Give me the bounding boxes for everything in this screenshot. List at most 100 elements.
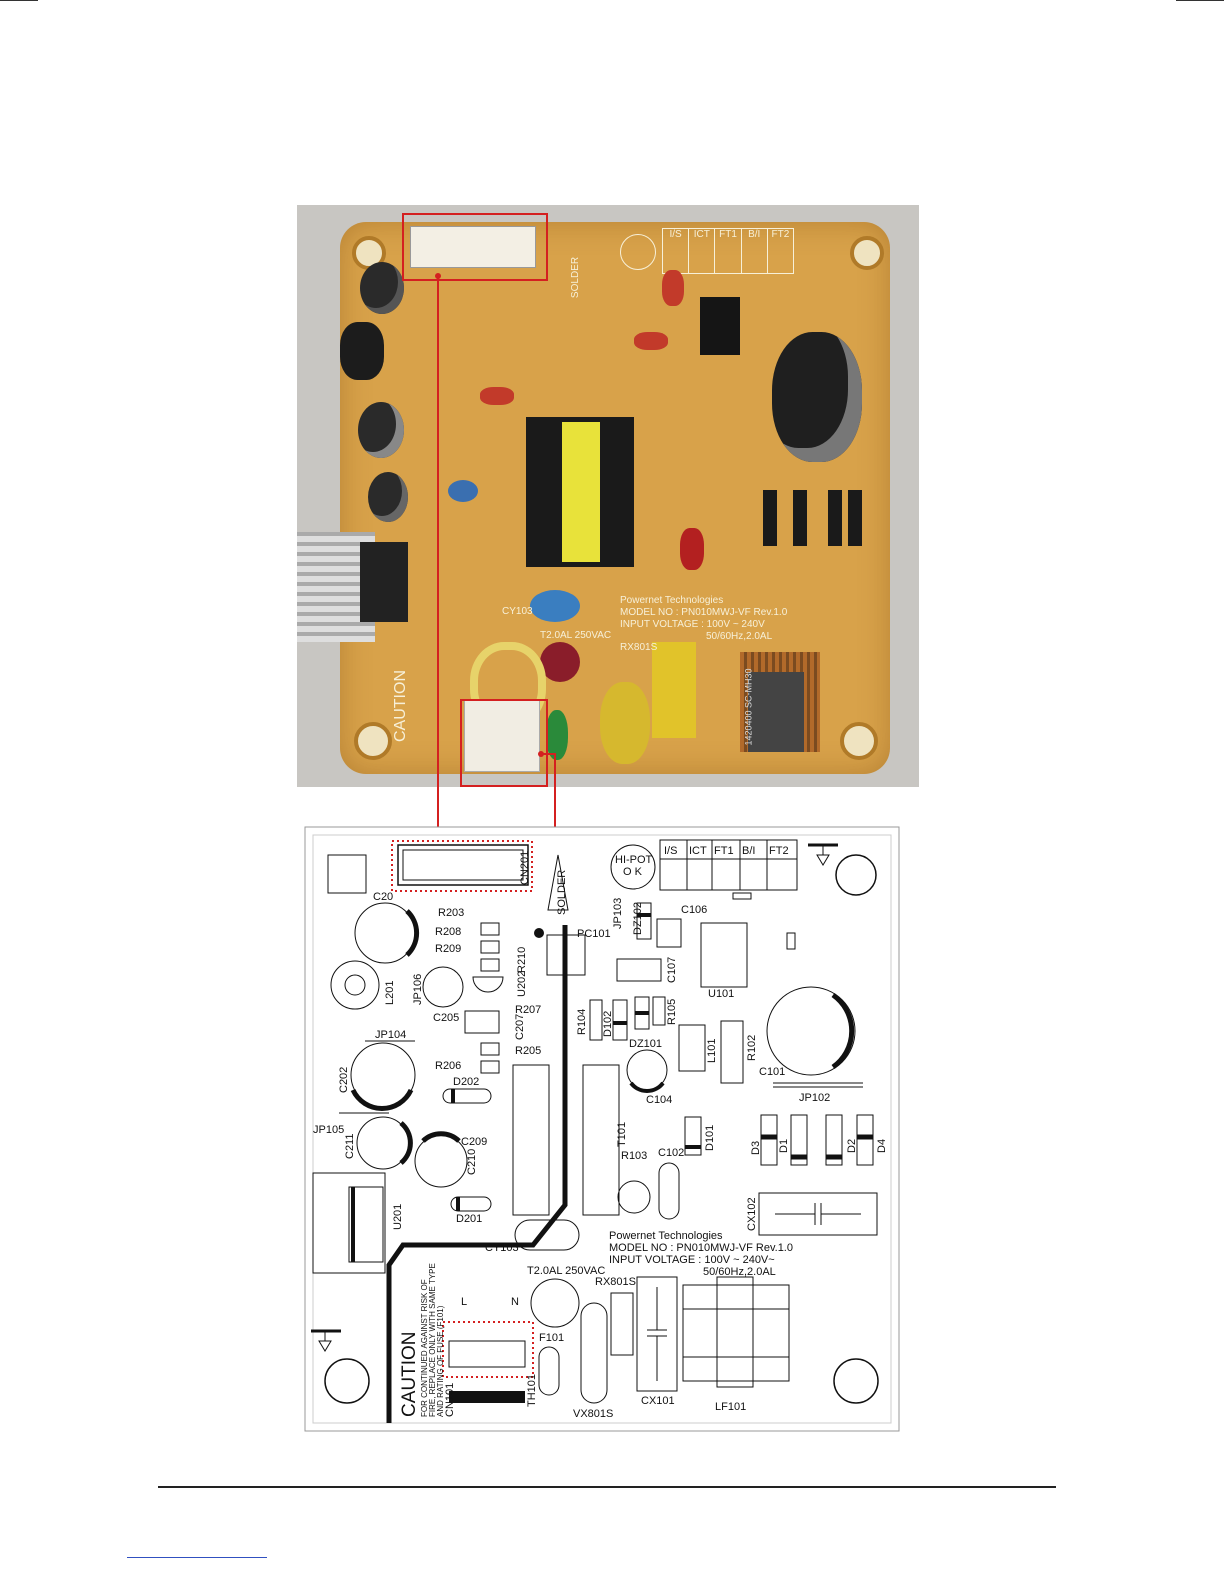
header-cell-ft1: FT1 [714,845,734,857]
cy103-label-photo: CY103 [502,606,533,617]
capacitor-c104 [626,1049,668,1093]
r104-label: R104 [576,1009,588,1035]
capacitor-cy103 [514,1219,580,1251]
diode-d201 [450,1196,492,1212]
diode-d3 [760,1114,778,1166]
optocoupler-pc101 [546,934,586,976]
jp103-label: JP103 [612,898,624,929]
n-label: N [511,1296,519,1308]
c202-label: C202 [338,1067,350,1093]
highlight-cn101-photo [460,699,548,787]
inductor-l201 [330,960,380,1010]
diode-d2-photo [828,490,842,546]
fuse-rating-photo: T2.0AL 250VAC [540,630,612,641]
capacitor-c106-photo [662,270,684,306]
jumper-jp106 [422,966,464,1008]
diode-d102 [612,999,628,1041]
hi-pot-text-2: O K [623,866,643,878]
transformer-t101 [512,1064,550,1216]
cn101-label: CN101 [444,1383,456,1417]
zener-dz101 [634,996,650,1030]
dz101-label: DZ101 [629,1038,662,1050]
r203-label: R203 [438,907,464,919]
capacitor-cy103-photo [530,590,580,622]
hi-pot-text-1: HI-POT [615,854,653,866]
jp106-label: JP106 [412,974,424,1005]
d2-label: D2 [846,1139,858,1153]
cy103-label: CY103 [485,1242,519,1254]
th101-label: TH101 [526,1374,538,1407]
varistor-vx801s [580,1302,608,1404]
regulator-u201-photo [360,542,408,622]
hi-pot-circle-photo [620,234,656,270]
r208-label: R208 [435,926,461,938]
mounting-hole-tr [835,854,877,896]
capacitor-c102-photo [680,528,704,570]
test-cell-ict: ICT [689,229,716,273]
varistor-vx801s-photo [600,682,650,764]
cn101-footprint [448,1340,526,1368]
diode-d1-photo [793,490,807,546]
test-header-table: I/S ICT FT1 B/I FT2 [659,839,798,891]
d202-label: D202 [453,1076,479,1088]
cx101-label: CX101 [641,1395,675,1407]
inductor-lf101 [682,1284,790,1382]
powernet-model: MODEL NO : PN010MWJ-VF Rev.1.0 [609,1242,793,1254]
c210-label: C210 [466,1149,478,1175]
header-cell-ft2: FT2 [769,845,789,857]
r209-label: R209 [435,943,461,955]
c106-label: C106 [681,904,707,916]
header-cell-bi: B/I [742,845,755,857]
caution-line-1: FOR CONTINUED AGAINST RISK OF [420,1279,429,1417]
solder-arrow [547,854,569,911]
zener-dz102 [636,902,652,940]
highlight-cn201-photo [402,213,548,281]
capacitor-c201-photo [360,262,404,314]
l101-label: L101 [706,1039,718,1063]
diode-d101 [684,1116,702,1156]
jp104-label: JP104 [375,1029,406,1041]
powernet-input-photo: INPUT VOLTAGE : 100V ~ 240V [620,619,765,630]
capacitor-c211-photo [368,472,408,522]
u101-label: U101 [708,988,734,1000]
diode-d202 [442,1088,492,1104]
r103-label: R103 [621,1150,647,1162]
r210-label: R210 [516,947,528,973]
c205-label: C205 [433,1012,459,1024]
resistor-rx801s [610,1292,634,1356]
pcb-board: I/S ICT FT1 B/I FT2 SOLDER [297,222,890,774]
cx102-label: CX102 [746,1197,758,1231]
crop-mark-top-right [1176,0,1224,1]
diode-d4-photo [848,490,862,546]
capacitor-c207-photo [480,387,514,405]
capacitor-cx101 [636,1276,678,1392]
pcb-layout-drawing: CN201 C20 R203 HI-POT O K I/S ICT FT1 B/… [304,826,900,1432]
solder-label: SOLDER [556,870,568,915]
hi-pot-circle [610,844,656,890]
powernet-company-photo: Powernet Technologies [620,595,724,606]
d201-label: D201 [456,1213,482,1225]
d3-label: D3 [750,1141,762,1155]
footer-link-underline[interactable] [127,1557,267,1558]
capacitor-c107-photo [634,332,668,350]
u201-label: U201 [392,1204,404,1230]
r105-label: R105 [666,999,678,1025]
highlight-cn101-drawing [442,1321,534,1378]
powernet-model-photo: MODEL NO : PN010MWJ-VF Rev.1.0 [620,607,788,618]
rx801s-label: RX801S [595,1276,636,1288]
square-pad-tl [327,854,367,894]
capacitor-c211 [356,1116,413,1170]
ground-symbol-bl [311,1329,341,1352]
test-cell-ft2: FT2 [771,229,790,240]
caution-line-3: AND RATING OF FUSE (F101) [436,1305,445,1417]
fuse-f101 [530,1278,580,1328]
d4-label: D4 [876,1139,888,1153]
diode-d4 [856,1114,874,1166]
d102-label: D102 [602,1011,614,1037]
pcb-photo: I/S ICT FT1 B/I FT2 SOLDER [297,205,919,787]
cn201-footprint [397,844,529,886]
diode-d2 [825,1114,843,1166]
capacitor-c209 [414,1131,468,1188]
dz102-label: DZ102 [632,902,644,935]
